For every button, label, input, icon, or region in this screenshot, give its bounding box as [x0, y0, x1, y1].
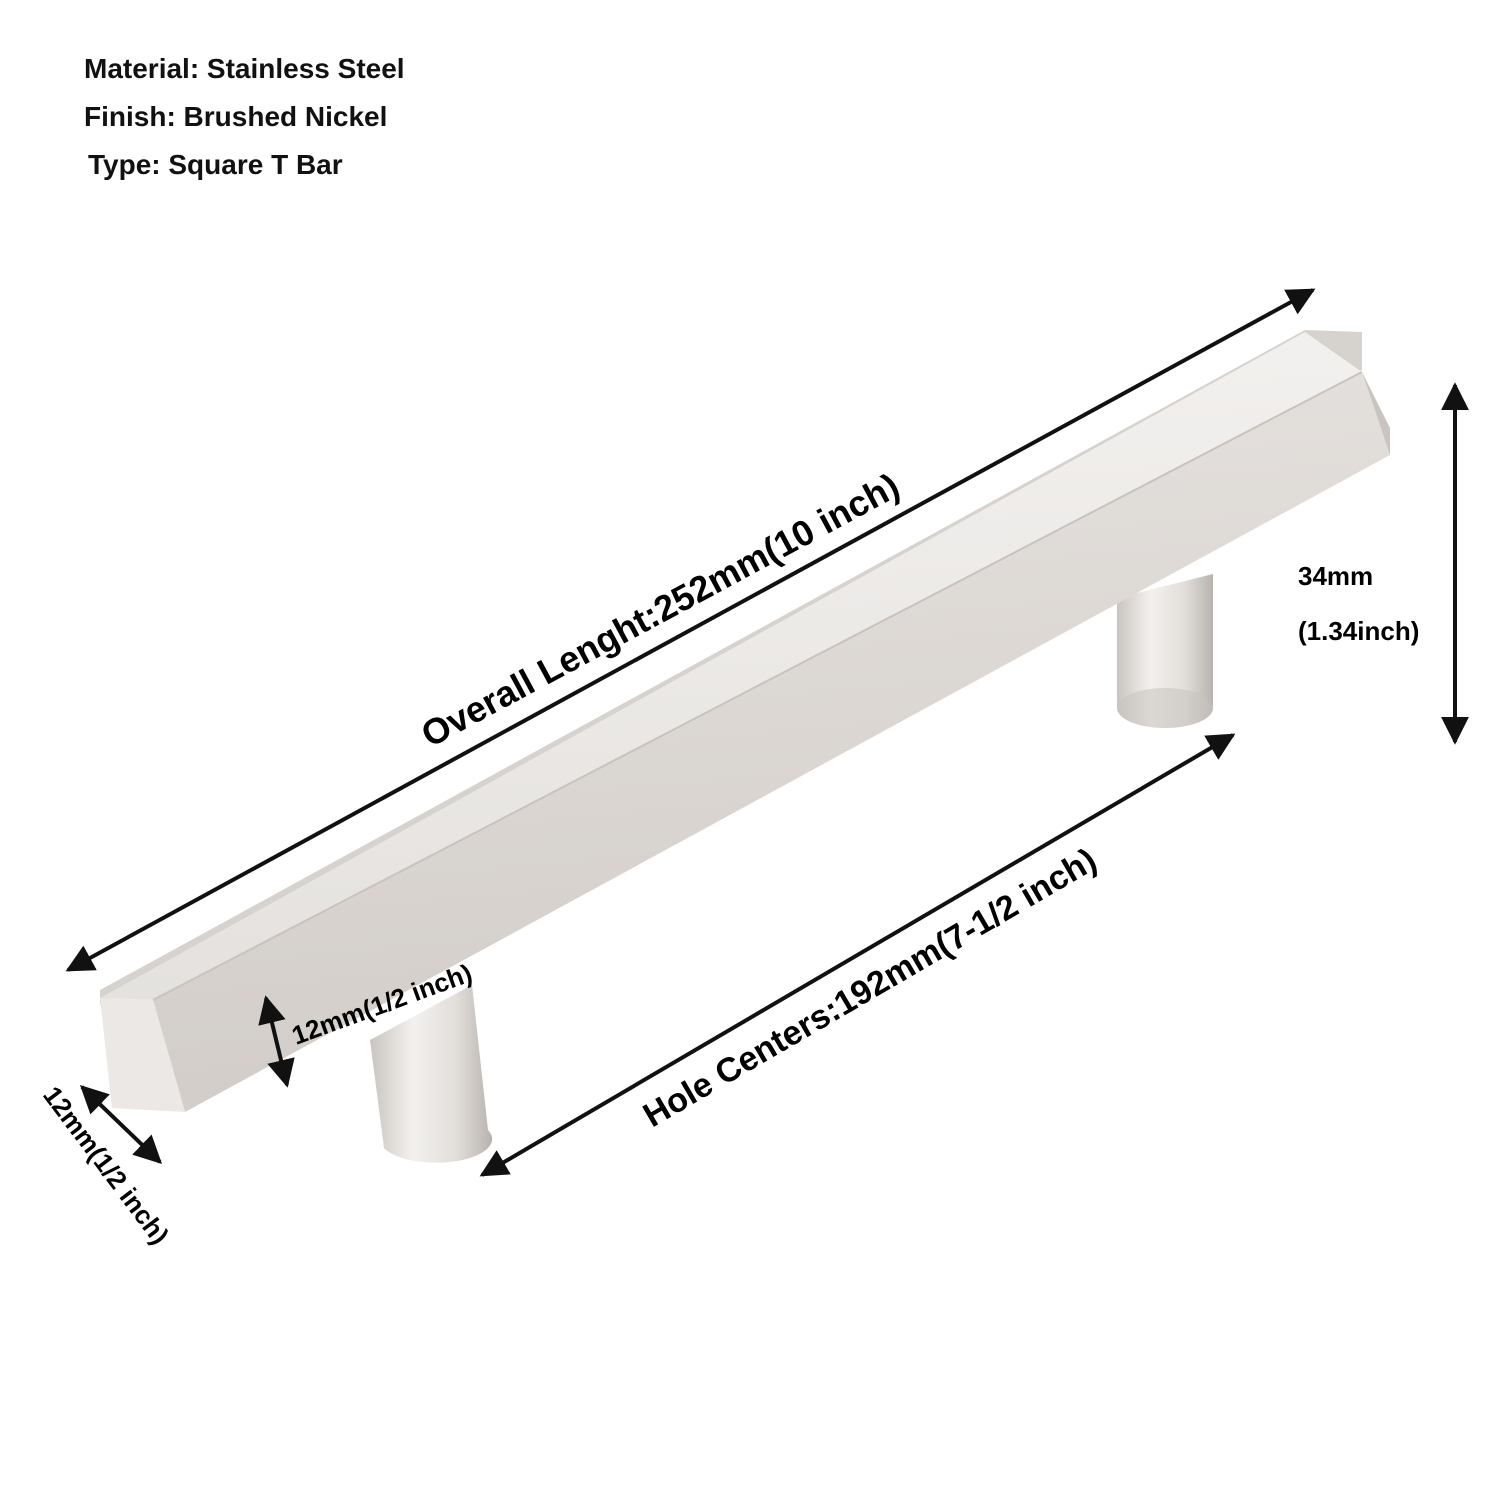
height-mm-label: 34mm	[1298, 561, 1373, 591]
hole-centers-arrow	[479, 733, 1236, 1177]
bar-width-arrow	[79, 1085, 163, 1164]
spec-type: Type: Square T Bar	[88, 149, 343, 180]
overall-length-arrow	[65, 288, 1316, 972]
handle-post-left	[370, 985, 493, 1163]
hole-centers-label: Hole Centers:192mm(7-1/2 inch)	[637, 841, 1103, 1135]
height-inch-label: (1.34inch)	[1298, 616, 1419, 646]
spec-material: Material: Stainless Steel	[84, 53, 405, 84]
spec-finish: Finish: Brushed Nickel	[84, 101, 388, 132]
bar-thickness-arrow	[258, 995, 295, 1088]
handle-post-right	[1117, 574, 1213, 728]
